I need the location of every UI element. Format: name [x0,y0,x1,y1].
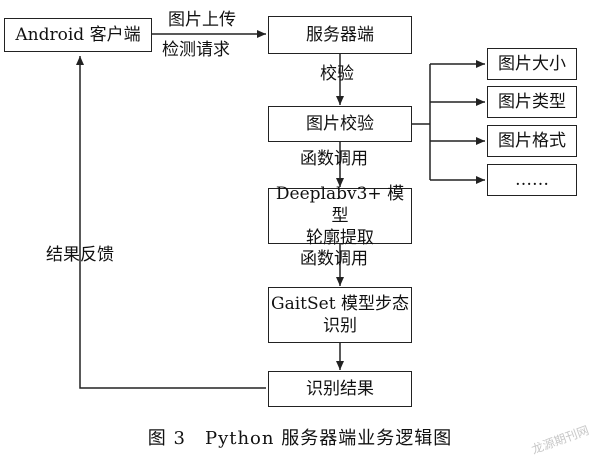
server-label: 服务器端 [306,25,374,45]
edge-feedback [76,56,266,389]
edge-label-call1: 函数调用 [300,149,368,169]
more-label: …… [515,170,549,190]
deeplab-label-line2: 轮廓提取 [306,228,374,248]
format-box: 图片格式 [487,125,577,157]
size-box: 图片大小 [487,48,577,80]
type-label: 图片类型 [498,92,566,112]
edge-label-call2: 函数调用 [300,249,368,269]
image-check-label: 图片校验 [306,114,374,134]
gaitset-label-line2: 识别 [323,316,357,336]
image-check-box: 图片校验 [268,106,412,142]
deeplab-box: Deeplabv3+ 模型 轮廓提取 [268,184,412,248]
gaitset-label-line1: GaitSet 模型步态 [271,294,409,314]
server-box: 服务器端 [268,16,412,54]
figure-caption: 图 3 Python 服务器端业务逻辑图 [147,428,453,449]
result-box: 识别结果 [268,371,412,407]
edge-label-upload-line1: 图片上传 [168,10,236,30]
size-label: 图片大小 [498,54,566,74]
edge-label-verify: 校验 [320,64,354,84]
edge-label-upload-line2: 检测请求 [162,40,230,60]
type-box: 图片类型 [487,86,577,118]
android-client-box: Android 客户端 [4,18,152,52]
result-label: 识别结果 [306,379,374,399]
android-client-label: Android 客户端 [15,25,141,45]
gaitset-box: GaitSet 模型步态 识别 [268,287,412,343]
deeplab-label-line1: Deeplabv3+ 模型 [275,184,405,226]
edge-label-feedback: 结果反馈 [46,245,114,265]
more-box: …… [487,164,577,196]
format-label: 图片格式 [498,131,566,151]
